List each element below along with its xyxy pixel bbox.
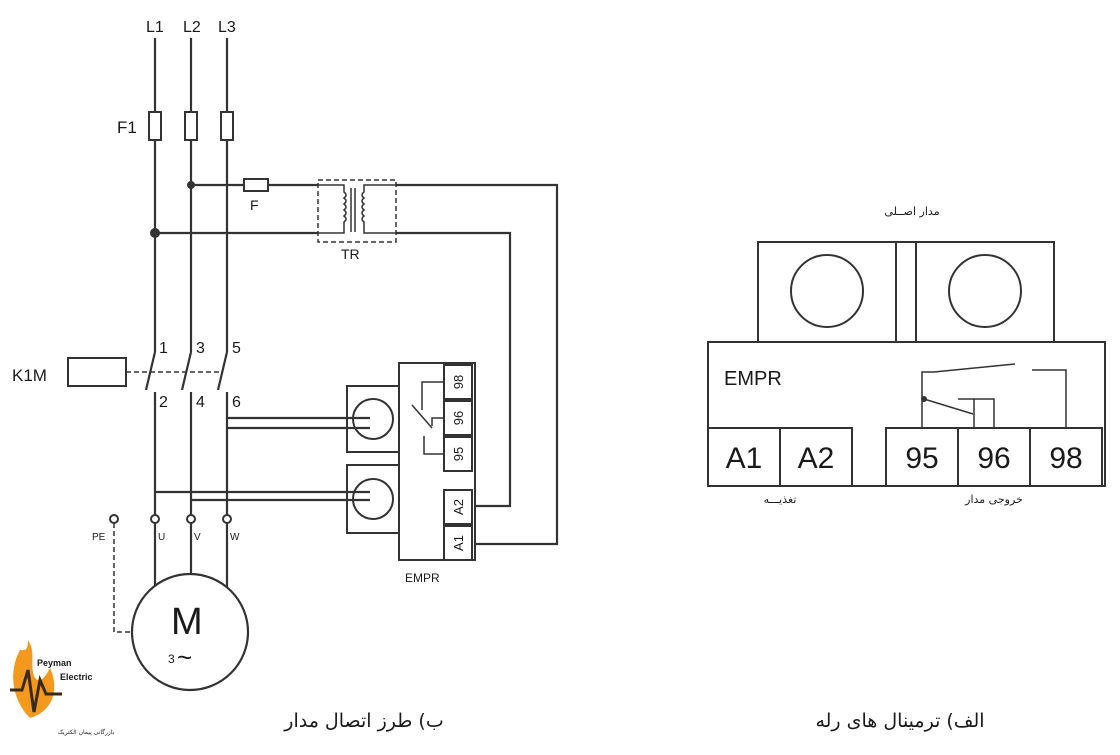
contact-top-5: 5: [232, 340, 241, 357]
terminal-label-pe: PE: [92, 532, 106, 543]
transformer-primary-coil: [318, 184, 347, 234]
phase-label-l2: L2: [183, 19, 201, 36]
transformer-box: [317, 179, 397, 243]
contact-l1: [144, 351, 157, 391]
caption-left: ب) طرز اتصال مدار: [283, 710, 443, 732]
contactor-coil: [67, 357, 127, 387]
motor-phase-text: 3: [168, 652, 175, 666]
output-terminal-98: [1029, 427, 1103, 487]
ct-hole-right: [948, 254, 1022, 328]
motor: [130, 572, 250, 692]
supply-terminal-a2: [779, 427, 853, 487]
terminal-v: [186, 514, 196, 524]
caption-right: الف) ترمینال های رله: [815, 710, 984, 732]
supply-group-label: تغذیـــه: [764, 493, 797, 506]
ct-ring-bottom: [352, 478, 394, 520]
switch-wire-96: [958, 398, 995, 428]
switch-wire-95: [921, 371, 934, 428]
transformer-secondary-coil: [361, 184, 396, 234]
fuse-l3: [220, 111, 234, 141]
contact-bottom-2: 2: [159, 394, 168, 411]
ct-block-bottom: [346, 464, 400, 534]
brand-line1: Peyman: [37, 658, 72, 668]
contact-bottom-4: 4: [196, 394, 205, 411]
terminal-label-w: W: [230, 532, 240, 543]
relay-terminal-diagram: مدار اصــلی EMPR A1 A2 95 96 98 تغذیـــه…: [707, 205, 1106, 506]
phase-label-l3: L3: [218, 19, 236, 36]
fuse-label-f1: F1: [117, 118, 137, 137]
output-group-label: خروجی مدار: [964, 493, 1023, 506]
ct-separator: [895, 241, 917, 343]
output-label-98: 98: [1049, 442, 1082, 475]
terminal-w: [222, 514, 232, 524]
brand-logo: Peyman Electric بازرگانی پیمان الکتریک: [10, 640, 115, 736]
contact-l3: [216, 351, 229, 391]
relay-switch-blade: [411, 404, 433, 429]
output-label-95: 95: [905, 442, 938, 475]
fuse-l2: [184, 111, 198, 141]
supply-label-a1: A1: [726, 442, 763, 475]
relay-terminal-a2: [443, 489, 473, 525]
transformer-label: TR: [341, 246, 360, 262]
relay-label-a1: A1: [451, 535, 466, 551]
relay-name-left: EMPR: [405, 571, 440, 585]
contact-top-1: 1: [159, 340, 168, 357]
output-label-96: 96: [977, 442, 1010, 475]
wire-tr-to-a2: [396, 231, 512, 508]
switch-blade: [923, 398, 974, 415]
brand-line2: Electric: [60, 672, 93, 682]
contact-l2: [180, 351, 193, 391]
relay-terminal-a1: [443, 525, 473, 561]
ct-block-top: [346, 385, 400, 453]
relay-switch-wire-98: [421, 381, 444, 410]
power-circuit: L1 L2 L3 F1 F TR K: [12, 19, 559, 692]
motor-ac-symbol: ~: [177, 642, 192, 672]
relay-label-95: 95: [451, 447, 466, 461]
relay-label-98: 98: [451, 375, 466, 389]
main-circuit-label: مدار اصــلی: [884, 205, 939, 218]
wire-tr-to-a1: [396, 183, 559, 546]
switch-wire-98: [1032, 369, 1067, 428]
relay-label-96: 96: [451, 411, 466, 425]
control-fuse: [243, 178, 269, 192]
switch-arm-top: [933, 363, 1016, 373]
terminal-label-u: U: [158, 532, 165, 543]
terminal-label-v: V: [194, 532, 201, 543]
phase-label-l1: L1: [146, 19, 164, 36]
motor-symbol: M: [171, 601, 203, 643]
relay-switch-wire-96: [431, 417, 444, 426]
relay-left: 98 96 95 A2 A1 EMPR: [346, 362, 476, 585]
control-fuse-label: F: [250, 197, 259, 213]
relay-switch-wire-95: [423, 436, 444, 455]
contactor-label: K1M: [12, 366, 47, 385]
relay-name-right: EMPR: [724, 368, 782, 390]
pe-lead: [113, 523, 134, 633]
terminal-pe: [109, 514, 119, 524]
terminal-u: [150, 514, 160, 524]
ct-hole-left: [790, 254, 864, 328]
relay-body: [398, 362, 476, 561]
contact-bottom-6: 6: [232, 394, 241, 411]
fuse-l1: [148, 111, 162, 141]
supply-label-a2: A2: [798, 442, 835, 475]
flame-icon: [13, 640, 55, 718]
pulse-icon: [10, 669, 62, 713]
ct-ring-top: [352, 398, 394, 440]
brand-tagline: بازرگانی پیمان الکتریک: [58, 728, 115, 736]
contact-top-3: 3: [196, 340, 205, 357]
relay-label-a2: A2: [451, 499, 466, 515]
